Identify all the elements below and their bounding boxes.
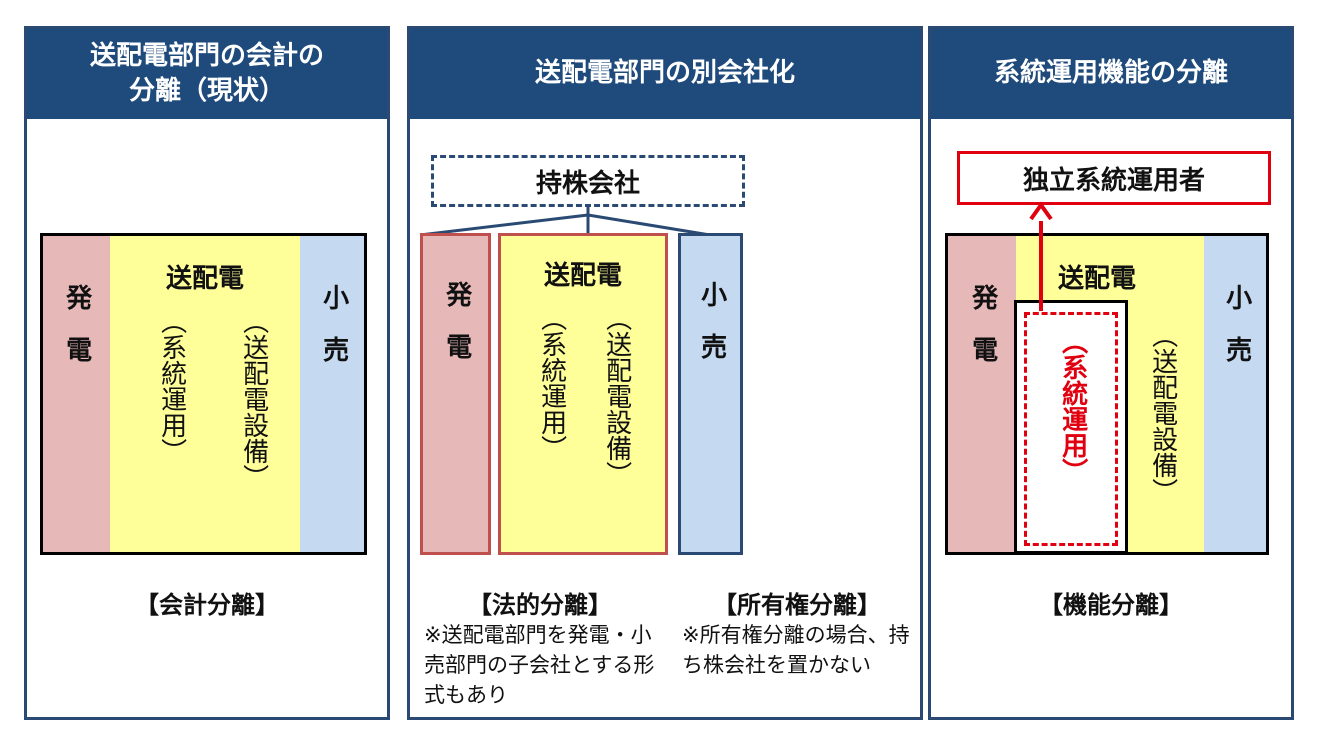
panel3-title: 系統運用機能の分離 bbox=[993, 58, 1228, 89]
independent-system-operator-box: 独立系統運用者 bbox=[957, 151, 1271, 205]
panel1-grid-operation-label: （系統運用） bbox=[156, 308, 187, 464]
panel2-generation-label: 発 電 bbox=[441, 281, 472, 359]
panel3-retail-label: 小 売 bbox=[1221, 284, 1252, 362]
panel2-transmission-title: 送配電 bbox=[543, 261, 622, 291]
panel2-grid-operation-label: （系統運用） bbox=[536, 305, 567, 461]
panel1-generation-block bbox=[43, 236, 110, 552]
panel2-ownership-caption: 【所有権分離】 bbox=[713, 591, 881, 619]
panel1-title-line1: 送配電部門の会計の bbox=[89, 40, 324, 71]
independent-system-operator-label: 独立系統運用者 bbox=[1022, 165, 1205, 196]
panel1-generation-label: 発 電 bbox=[61, 284, 92, 362]
panel1-retail-label: 小 売 bbox=[318, 284, 349, 362]
panel2-generation-company bbox=[420, 233, 491, 555]
panel3-arrow-to-operator bbox=[1029, 201, 1053, 311]
panel2-transmission-company bbox=[498, 233, 668, 555]
panel-legal-separation: 送配電部門の別会社化 持株会社 発 電 送配電 （系統運用） （送配電設備） 小… bbox=[407, 26, 923, 720]
panel2-legal-caption: 【法的分離】 bbox=[468, 591, 612, 619]
panel2-legal-note: ※送配電部門を発電・小売部門の子会社とする形式もあり bbox=[424, 623, 655, 707]
panel3-transmission-facilities-label: （送配電設備） bbox=[1147, 322, 1178, 504]
panel1-header: 送配電部門の会計の 分離（現状） bbox=[27, 29, 387, 119]
panel1-caption: 【会計分離】 bbox=[135, 591, 279, 619]
panel1-org-box: 発 電 送配電 （系統運用） （送配電設備） 小 売 bbox=[40, 233, 367, 555]
panel1-transmission-title: 送配電 bbox=[165, 264, 244, 294]
panel2-ownership-note: ※所有権分離の場合、持ち株会社を置かない bbox=[682, 623, 910, 677]
panel3-caption: 【機能分離】 bbox=[1039, 591, 1183, 619]
panel2-retail-company bbox=[678, 233, 743, 555]
holding-company-box: 持株会社 bbox=[431, 155, 745, 207]
panel1-retail-block bbox=[300, 236, 364, 552]
panel-accounting-separation: 送配電部門の会計の 分離（現状） 発 電 送配電 （系統運用） （送配電設備） … bbox=[24, 26, 390, 720]
panel3-grid-operation-label: （系統運用） bbox=[1057, 328, 1088, 484]
panel3-generation-label: 発 電 bbox=[967, 284, 998, 362]
panel3-org-box: 発 電 送配電 （系統運用） （送配電設備） 小 売 bbox=[945, 233, 1269, 555]
panel1-transmission-facilities-label: （送配電設備） bbox=[238, 308, 269, 490]
panel3-separated-function-frame bbox=[1014, 300, 1128, 554]
panel2-transmission-facilities-label: （送配電設備） bbox=[601, 305, 632, 487]
panel3-transmission-title: 送配電 bbox=[1058, 264, 1137, 294]
panel3-grid-operation-dashed-box bbox=[1024, 312, 1118, 546]
holding-company-label: 持株会社 bbox=[535, 168, 640, 199]
panel3-header: 系統運用機能の分離 bbox=[931, 29, 1291, 119]
panel-functional-separation: 系統運用機能の分離 独立系統運用者 発 電 送配電 （系統運用） （送配電設備）… bbox=[928, 26, 1294, 720]
panel1-title-line2: 分離（現状） bbox=[128, 76, 285, 106]
panel2-title: 送配電部門の別会社化 bbox=[534, 58, 795, 89]
panel1-transmission-block bbox=[110, 236, 300, 552]
holding-connector-lines bbox=[419, 207, 711, 237]
panel3-generation-block bbox=[948, 236, 1016, 552]
panel2-retail-label: 小 売 bbox=[696, 281, 727, 359]
panel2-header: 送配電部門の別会社化 bbox=[410, 29, 920, 119]
panel3-retail-block bbox=[1204, 236, 1266, 552]
